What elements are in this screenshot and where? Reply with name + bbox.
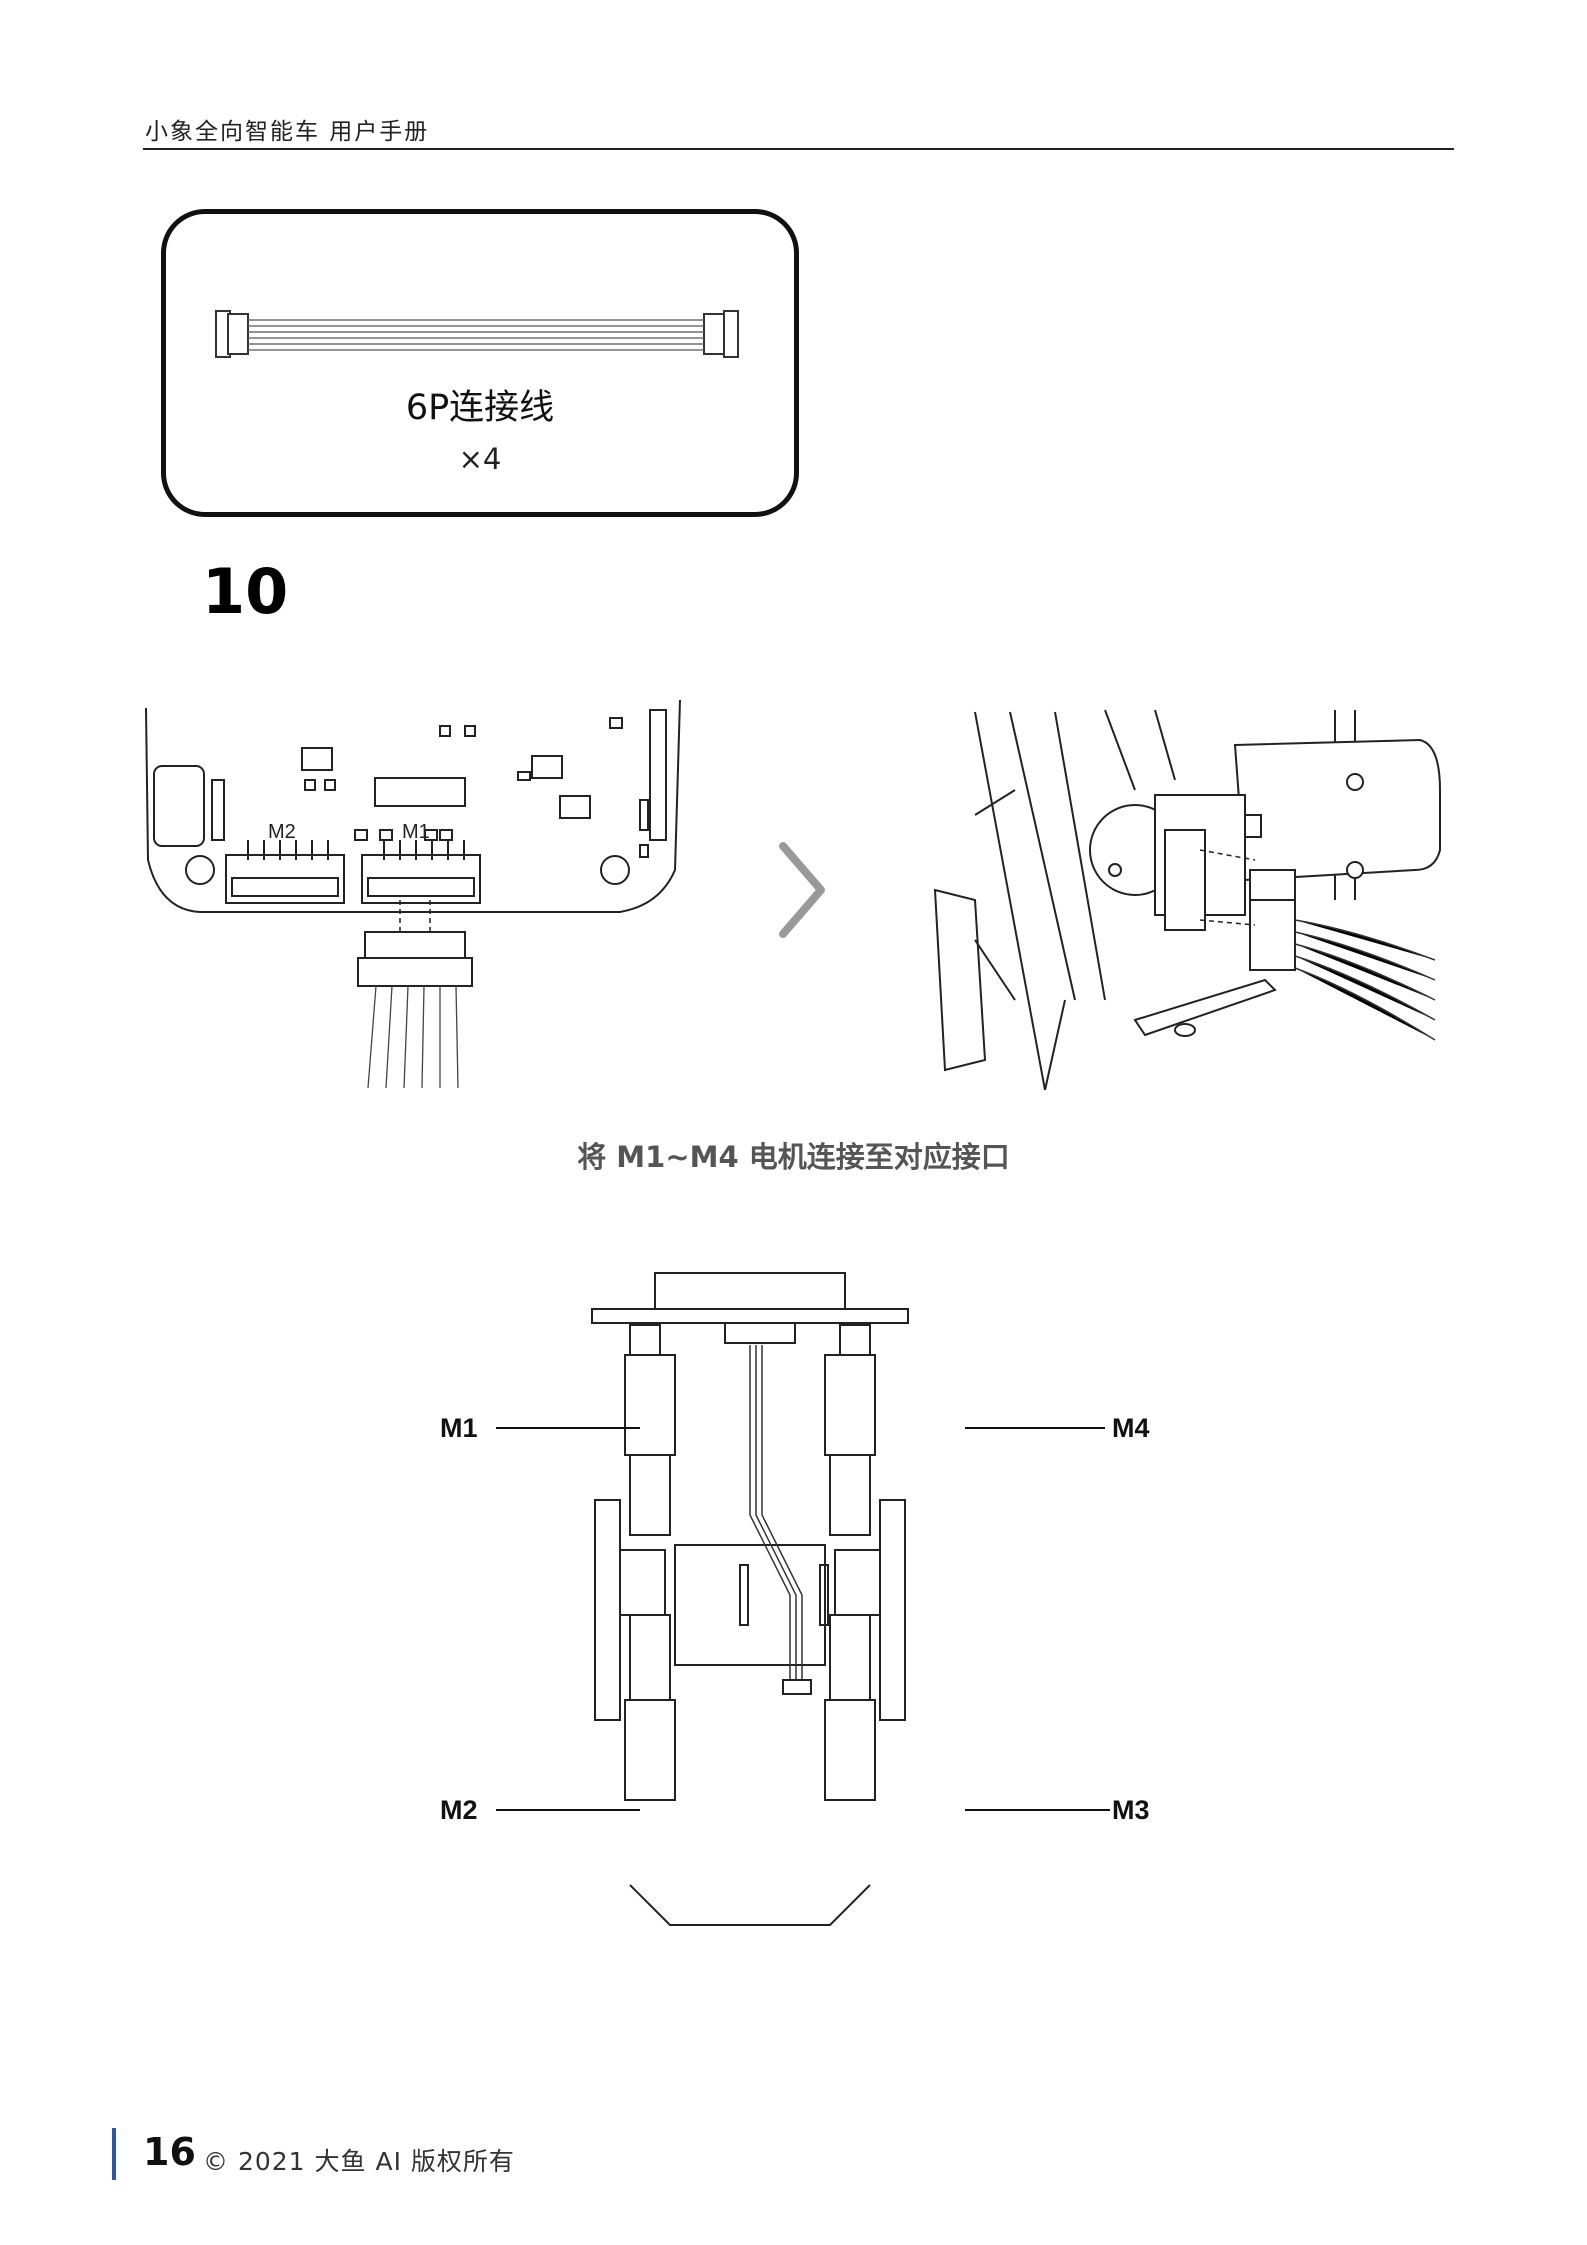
chevron-right-icon	[779, 842, 825, 938]
copyright-text: © 2021 大鱼 AI 版权所有	[203, 2147, 515, 2176]
chassis-topview-illustration	[591, 1272, 909, 1926]
six-pin-cable-illustration	[215, 310, 739, 358]
header-title: 小象全向智能车 用户手册	[145, 119, 430, 145]
cable-name: 6P连接线	[405, 388, 555, 428]
motor-label-m3: M3	[1112, 1795, 1150, 1825]
board-label-m2: M2	[268, 821, 296, 843]
controller-board-illustration: M2 M1	[145, 699, 681, 1089]
motor-label-m2: M2	[440, 1795, 478, 1825]
motor-connector-illustration	[933, 709, 1441, 1091]
header-divider	[143, 148, 1454, 150]
parts-box: 6P连接线 ×4	[161, 209, 799, 517]
motor-label-m4: M4	[1112, 1413, 1150, 1443]
cable-quantity: ×4	[458, 442, 502, 476]
board-label-m1: M1	[402, 821, 430, 843]
page-number: 16	[143, 2130, 196, 2174]
footer-accent-bar	[112, 2128, 116, 2180]
step-caption: 将 M1~M4 电机连接至对应接口	[577, 1140, 1010, 1174]
motor-label-m1: M1	[440, 1413, 478, 1443]
step-number: 10	[202, 555, 289, 628]
